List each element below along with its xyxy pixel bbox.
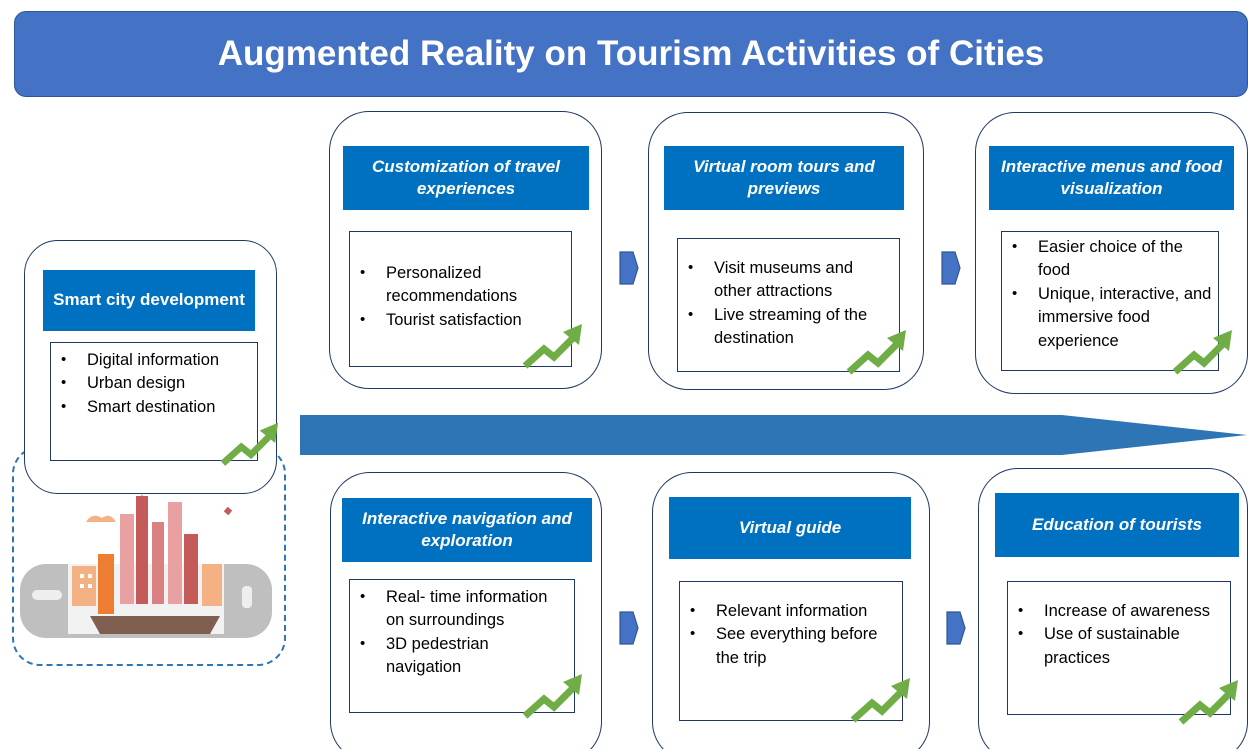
bullet-item: Smart destination	[61, 396, 251, 419]
card-virtual-guide: Virtual guide Relevant information See e…	[652, 472, 930, 749]
bullet-item: 3D pedestrian navigation	[360, 633, 568, 680]
card-education-of-tourists: Education of tourists Increase of awaren…	[978, 468, 1248, 749]
chevron-right-icon	[946, 611, 966, 645]
card-title: Virtual guide	[738, 517, 842, 537]
bullet-item: Tourist satisfaction	[360, 309, 565, 332]
diagram-title: Augmented Reality on Tourism Activities …	[217, 34, 1045, 73]
trend-up-arrow-icon	[1178, 678, 1240, 726]
bullet-item: Personalized recommendations	[360, 262, 565, 309]
trend-up-arrow-icon	[850, 676, 912, 724]
card-body: Visit museums and other attractions Live…	[677, 238, 900, 372]
card-title: Interactive navigation and exploration	[362, 508, 572, 550]
progress-arrow-band	[300, 415, 1247, 455]
bullet-item: Unique, interactive, and immersive food …	[1012, 283, 1212, 353]
card-header: Customization of travel experiences	[343, 146, 589, 210]
card-body: Personalized recommendations Tourist sat…	[349, 231, 572, 367]
bullet-item: Easier choice of the food	[1012, 236, 1212, 283]
card-title: Interactive menus and food visualization	[1000, 156, 1223, 198]
smart-city-body: Digital information Urban design Smart d…	[50, 342, 258, 461]
card-title: Customization of travel experiences	[372, 156, 560, 198]
chevron-right-icon	[941, 251, 961, 285]
bullet-item: Real- time information on surroundings	[360, 586, 568, 633]
bullet-item: Live streaming of the destination	[688, 304, 893, 351]
card-header: Interactive navigation and exploration	[342, 498, 592, 562]
chevron-right-icon	[619, 251, 639, 285]
bullet-item: See everything before the trip	[690, 623, 896, 670]
card-body: Real- time information on surroundings 3…	[349, 579, 575, 713]
card-interactive-menus: Interactive menus and food visualization…	[975, 112, 1248, 394]
card-customization: Customization of travel experiences Pers…	[329, 111, 602, 389]
card-virtual-room-tours: Virtual room tours and previews Visit mu…	[648, 112, 924, 390]
bullet-item: Use of sustainable practices	[1018, 623, 1224, 670]
card-header: Interactive menus and food visualization	[989, 146, 1234, 210]
smart-city-title: Smart city development	[53, 290, 245, 310]
trend-up-arrow-icon	[522, 322, 584, 370]
trend-up-arrow-icon	[522, 672, 584, 720]
bullet-item: Visit museums and other attractions	[688, 257, 893, 304]
card-body: Increase of awareness Use of sustainable…	[1007, 581, 1231, 715]
bullet-item: Digital information	[61, 349, 251, 372]
trend-up-arrow-icon	[846, 328, 908, 376]
chevron-right-icon	[619, 611, 639, 645]
card-body: Relevant information See everything befo…	[679, 581, 903, 721]
smart-city-header: Smart city development	[43, 270, 255, 331]
bullet-item: Relevant information	[690, 600, 896, 623]
card-body: Easier choice of the food Unique, intera…	[1001, 231, 1219, 371]
card-header: Virtual room tours and previews	[664, 146, 904, 210]
smart-city-phone-illustration	[20, 494, 272, 638]
card-header: Virtual guide	[669, 497, 911, 559]
bullet-item: Urban design	[61, 372, 251, 395]
trend-up-arrow-icon	[1172, 328, 1234, 376]
card-header: Education of tourists	[995, 493, 1239, 557]
card-title: Education of tourists	[1032, 514, 1202, 534]
bullet-item: Increase of awareness	[1018, 600, 1224, 623]
card-title: Virtual room tours and previews	[693, 156, 875, 198]
title-banner: Augmented Reality on Tourism Activities …	[14, 11, 1248, 97]
trend-up-arrow-icon	[220, 420, 280, 468]
